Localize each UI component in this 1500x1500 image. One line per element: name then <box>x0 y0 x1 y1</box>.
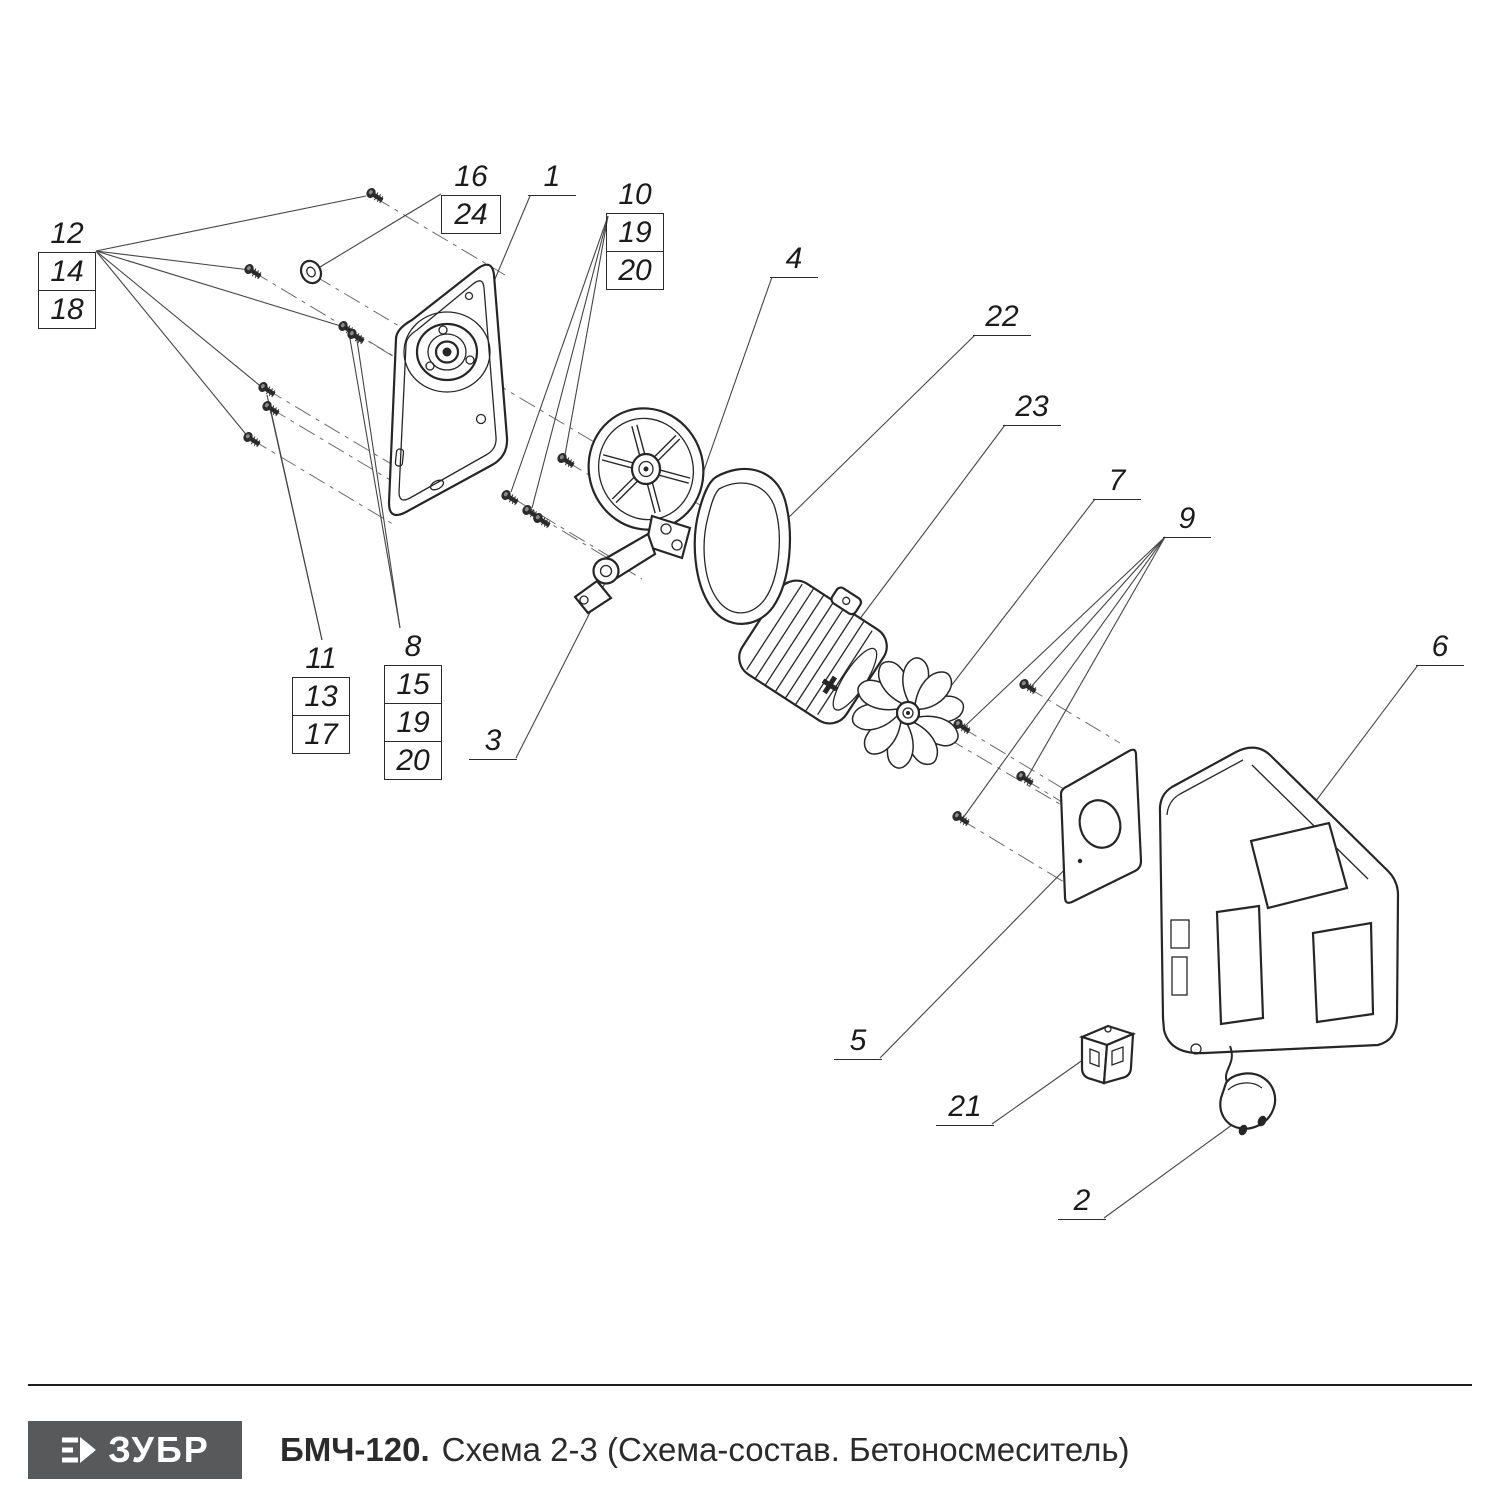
callout-number-14: 14 <box>38 253 96 291</box>
zubr-logo-icon <box>62 1437 97 1463</box>
callout-group-22: 22 <box>973 298 1031 336</box>
callout-number-12: 12 <box>38 215 96 253</box>
callout-number-17: 17 <box>292 716 350 754</box>
callout-group-3: 3 <box>469 722 517 760</box>
brand-name: ЗУБР <box>108 1429 210 1470</box>
callout-number-23: 23 <box>1003 388 1061 426</box>
model-name: БМЧ-120. <box>280 1431 430 1468</box>
callout-number-19: 19 <box>606 214 664 252</box>
callout-number-15: 15 <box>384 666 442 704</box>
callout-group-12-14-18: 12 14 18 <box>38 215 96 329</box>
scheme-title: Схема 2-3 (Схема-состав. Бетоносмеситель… <box>441 1431 1130 1468</box>
back-panel <box>387 263 509 517</box>
footer: ЗУБР БМЧ-120. Схема 2-3 (Схема-состав. Бе… <box>28 1421 1472 1479</box>
callout-number-1: 1 <box>528 158 576 196</box>
drive-belt <box>693 467 792 625</box>
callout-number-8: 8 <box>384 628 442 666</box>
fan-impeller <box>851 654 965 772</box>
callout-number-22: 22 <box>973 298 1031 336</box>
power-plug <box>1219 1072 1277 1136</box>
callout-number-5: 5 <box>834 1022 882 1060</box>
pulley <box>587 407 705 531</box>
fan-screws <box>949 676 1039 829</box>
callout-number-10: 10 <box>606 176 664 214</box>
callout-number-16: 16 <box>441 158 501 196</box>
callout-group-11-13-17: 11 13 17 <box>292 640 350 754</box>
callout-number-20b: 20 <box>384 742 442 780</box>
callout-group-9: 9 <box>1163 500 1211 538</box>
callout-number-19b: 19 <box>384 704 442 742</box>
washer <box>299 259 323 285</box>
power-switch <box>1078 1024 1137 1085</box>
callout-group-23: 23 <box>1003 388 1061 426</box>
footer-divider <box>28 1384 1472 1386</box>
callout-number-7: 7 <box>1093 462 1141 500</box>
callout-number-2: 2 <box>1058 1182 1106 1220</box>
callout-group-2: 2 <box>1058 1182 1106 1220</box>
callout-group-1: 1 <box>528 158 576 196</box>
callout-number-18: 18 <box>38 291 96 329</box>
callout-group-21: 21 <box>936 1088 994 1126</box>
callout-group-10-19-20: 10 19 20 <box>606 176 664 290</box>
callout-number-20: 20 <box>606 252 664 290</box>
belt-tensioner <box>573 514 692 615</box>
callout-number-6: 6 <box>1416 628 1464 666</box>
leader-lines <box>95 193 1419 1219</box>
motor-plate <box>1059 748 1143 904</box>
callout-number-4: 4 <box>770 240 818 278</box>
motor-housing-cover <box>1158 746 1400 1055</box>
callout-number-21: 21 <box>936 1088 994 1126</box>
zubr-logo: ЗУБР <box>28 1421 242 1479</box>
callout-number-11: 11 <box>292 640 350 678</box>
callout-number-13: 13 <box>292 678 350 716</box>
callout-group-4: 4 <box>770 240 818 278</box>
callout-group-5: 5 <box>834 1022 882 1060</box>
callout-number-24: 24 <box>441 196 501 234</box>
callout-number-9: 9 <box>1163 500 1211 538</box>
callout-number-3: 3 <box>469 722 517 760</box>
callout-group-6: 6 <box>1416 628 1464 666</box>
callout-group-8-15-19-20: 8 15 19 20 <box>384 628 442 780</box>
callout-group-16-24: 16 24 <box>441 158 501 234</box>
diagram-caption: БМЧ-120. Схема 2-3 (Схема-состав. Бетонос… <box>280 1431 1130 1469</box>
callout-group-7: 7 <box>1093 462 1141 500</box>
